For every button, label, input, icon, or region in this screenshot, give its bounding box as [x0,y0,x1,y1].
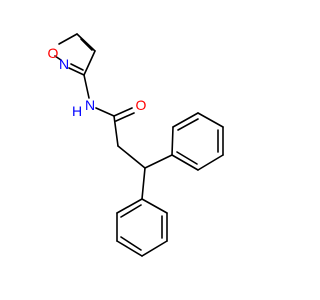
background [0,0,300,300]
bond-c3-n2 [68,67,85,76]
molecule-structure-diagram: O N N H O [0,0,300,300]
bond-p2-a-inner [120,204,142,218]
upper-phenyl-ring [144,112,224,171]
bond-ch-phenyl2 [141,167,146,200]
bond-carbonyl-oxygen-double [115,112,135,122]
bond-ch2-ch [117,145,146,169]
bond-p1-f-inner [176,151,198,165]
bond-c5-c4-double [80,38,93,51]
isoxazole-ring [54,33,96,76]
bond-p2-c [116,240,143,257]
bond-p2-a [116,198,143,214]
bond-p1-b-inner [177,118,199,131]
lower-phenyl-ring [116,167,168,257]
bond-carbonyl-ch2 [113,115,119,147]
bond-p1-e [197,154,224,171]
bond-p1-c [197,112,224,128]
bond-p2-c-inner [120,236,142,251]
bond-c4-c3 [83,50,96,76]
bond-p2-f [141,198,168,214]
bond-ch-phenyl1 [144,154,173,169]
molecule-canvas: O N N H O [0,0,300,300]
bond-p2-d [141,240,168,257]
ring-nitrogen-label: N [59,56,69,72]
amide-nitrogen-label: N [85,97,95,113]
bond-c3-nh [83,74,90,99]
carbonyl-oxygen-label: O [136,97,147,113]
ring-oxygen-label: O [48,45,59,61]
bond-carbonyl-oxygen [113,107,133,117]
atom-labels: O N N H O [48,45,147,119]
amide-hydrogen-label: H [72,103,82,119]
bond-nh-carbonyl [95,107,115,117]
bond-o1-c5 [58,33,78,45]
bond-p1-a [171,126,174,156]
bond-p1-f [171,154,199,171]
bond-c5-c4 [76,33,96,52]
bond-p1-b [172,112,199,128]
amide-linker [83,74,146,169]
bond-n2-o1 [54,55,62,61]
bond-c3-n2-double [70,63,84,71]
